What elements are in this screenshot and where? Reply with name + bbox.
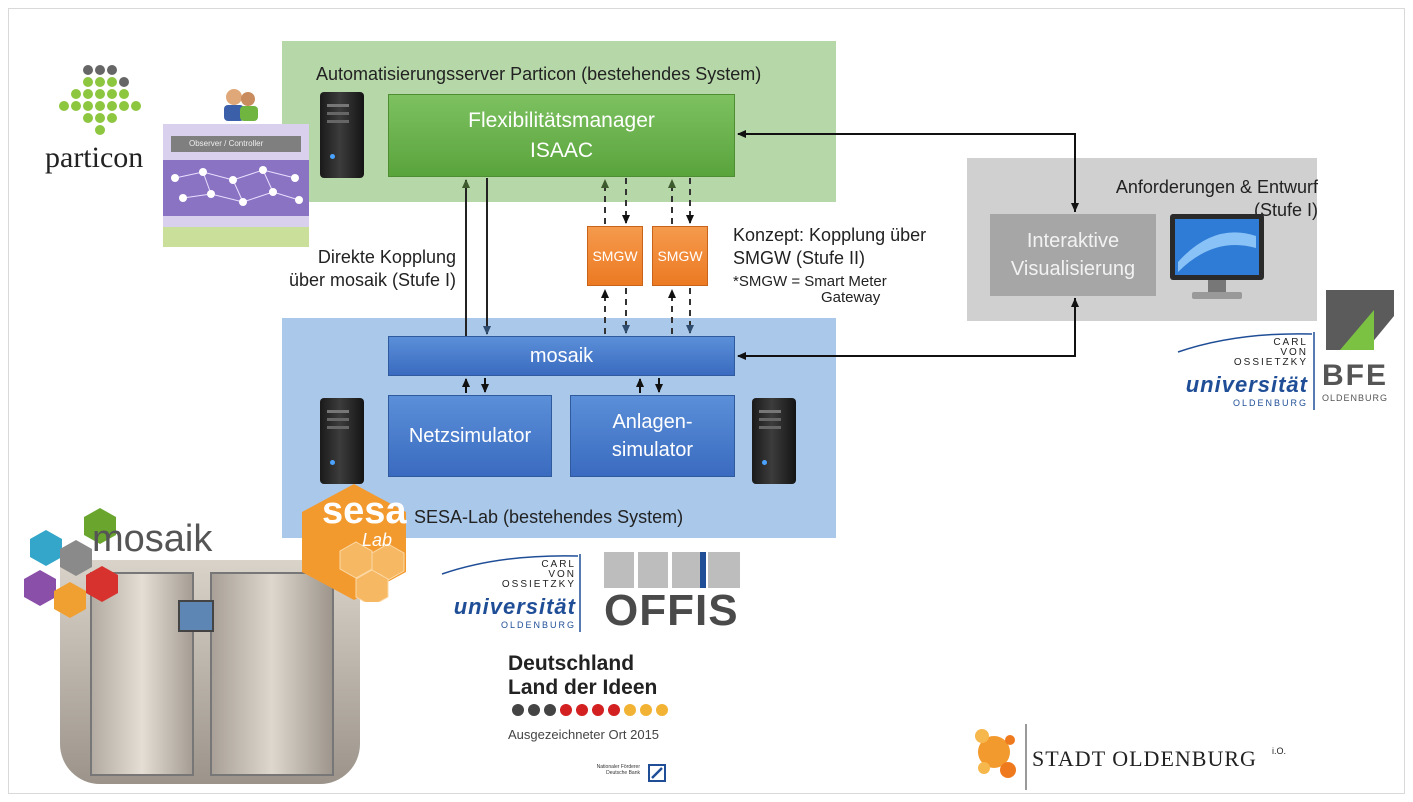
dl-line-3: Ausgezeichneter Ort 2015 — [508, 727, 660, 742]
uni-oldenburg-logo: CARL VON OSSIETZKY universität OLDENBURG — [440, 552, 586, 634]
concept-line-4: Gateway — [821, 289, 881, 306]
uni-swoosh-icon — [441, 554, 581, 632]
mosaik-hex-logo-icon — [24, 508, 118, 618]
uni-line-von: VON — [1280, 347, 1308, 358]
stadt-oldenburg-logo: STADT OLDENBURG i.O. — [972, 718, 1304, 794]
direct-coupling-line-2: über mosaik (Stufe I) — [288, 270, 456, 290]
lab-photo — [60, 560, 360, 784]
offis-blocks — [604, 552, 740, 588]
particon-panel-bar: Observer / Controller — [171, 136, 301, 152]
stadt-oldenburg-text: STADT OLDENBURG — [1032, 746, 1257, 771]
uni-line-von: VON — [548, 569, 576, 580]
visualization-line-2: Visualisierung — [1010, 258, 1136, 280]
bfe-city: OLDENBURG — [1322, 393, 1389, 403]
direct-coupling-label: Direkte Kopplung über mosaik (Stufe I) — [270, 246, 456, 292]
bfe-shape-icon — [1326, 290, 1394, 350]
server-tower-icon — [752, 398, 796, 484]
dl-dots-icon — [512, 704, 668, 716]
uni-line-carl: CARL — [541, 559, 576, 570]
cabinet — [90, 572, 194, 776]
server-tower-icon — [320, 398, 364, 484]
smgw-box-1: SMGW — [587, 226, 643, 286]
dl-line-1: Deutschland — [508, 652, 635, 675]
land-der-ideen-logo: Deutschland Land der Ideen Ausgezeichnet… — [508, 652, 708, 794]
requirements-line-1: Anforderungen & Entwurf — [1115, 177, 1318, 197]
bfe-text: BFE — [1322, 359, 1388, 392]
particon-logo-text: particon — [45, 141, 144, 174]
stadt-oldenburg-suffix: i.O. — [1272, 746, 1287, 756]
offis-text: OFFIS — [604, 586, 739, 635]
particon-device-strip — [163, 227, 309, 247]
agent-network-graph — [163, 160, 309, 216]
sesa-logo-text: sesa — [322, 490, 407, 532]
requirements-zone-label: Anforderungen & Entwurf (Stufe I) — [1055, 176, 1318, 222]
bfe-logo: BFE OLDENBURG — [1322, 286, 1398, 410]
flexibility-manager-box: Flexibilitätsmanager ISAAC — [388, 94, 735, 177]
uni-line-carl: CARL — [1273, 337, 1308, 348]
particon-panel: Observer / Controller — [163, 124, 309, 247]
offis-logo: OFFIS — [604, 552, 740, 634]
server-tower-icon — [320, 92, 364, 178]
grid-simulator-label: Netzsimulator — [408, 424, 532, 447]
cabinet — [210, 572, 334, 776]
deutsche-bank-icon — [648, 764, 666, 782]
uni-oldenburg-logo-right: CARL VON OSSIETZKY universität OLDENBURG — [1176, 330, 1318, 412]
plant-sim-line-1: Anlagen- — [612, 411, 693, 433]
dl-sponsor-2: Deutsche Bank — [606, 770, 640, 776]
visualization-box: Interaktive Visualisierung — [990, 214, 1156, 296]
mosaik-logo-text: mosaik — [92, 518, 213, 560]
user-avatar-icon — [224, 89, 258, 121]
uni-line-ossietzky: OSSIETZKY — [1233, 357, 1308, 368]
smgw-box-2: SMGW — [652, 226, 708, 286]
visualization-line-1: Interaktive — [1026, 230, 1120, 252]
stadt-oldenburg-dots-icon — [975, 724, 1027, 790]
concept-line-3: *SMGW = Smart Meter — [733, 273, 887, 290]
direct-coupling-line-1: Direkte Kopplung — [317, 247, 456, 267]
dl-sponsor-1: Nationaler Förderer — [596, 764, 640, 770]
flex-manager-line-1: Flexibilitätsmanager — [468, 108, 655, 132]
mosaik-bar: mosaik — [388, 336, 735, 376]
smgw-label-1: SMGW — [592, 248, 638, 264]
sesa-lab-text: Lab — [362, 530, 393, 550]
uni-line-ossietzky: OSSIETZKY — [501, 579, 576, 590]
particon-server-zone-label: Automatisierungsserver Particon (bestehe… — [316, 64, 762, 84]
smgw-label-2: SMGW — [657, 248, 703, 264]
sesa-lab-hexagon-icon — [302, 484, 406, 602]
dl-line-2: Land der Ideen — [508, 676, 658, 699]
slide-frame — [8, 8, 1405, 794]
plant-simulator-box: Anlagen- simulator — [570, 395, 735, 477]
uni-name: universität — [453, 594, 576, 619]
plant-sim-line-2: simulator — [611, 439, 694, 461]
uni-name: universität — [1185, 372, 1308, 397]
particon-logo-icon — [59, 65, 141, 135]
uni-city: OLDENBURG — [1232, 398, 1308, 408]
uni-city: OLDENBURG — [500, 620, 576, 630]
concept-line-1: Konzept: Kopplung über — [733, 225, 927, 245]
concept-label: Konzept: Kopplung über SMGW (Stufe II) *… — [733, 224, 926, 305]
monitor-icon — [1170, 214, 1264, 299]
uni-swoosh-icon — [1177, 332, 1315, 410]
grid-simulator-box: Netzsimulator — [388, 395, 552, 477]
sesa-lab-zone-label: SESA-Lab (bestehendes System) — [414, 507, 684, 527]
mosaik-bar-label: mosaik — [529, 344, 594, 367]
flex-manager-line-2: ISAAC — [529, 138, 594, 162]
cabinet-screen — [178, 600, 214, 632]
requirements-line-2: (Stufe I) — [1253, 200, 1318, 220]
concept-line-2: SMGW (Stufe II) — [733, 248, 866, 268]
